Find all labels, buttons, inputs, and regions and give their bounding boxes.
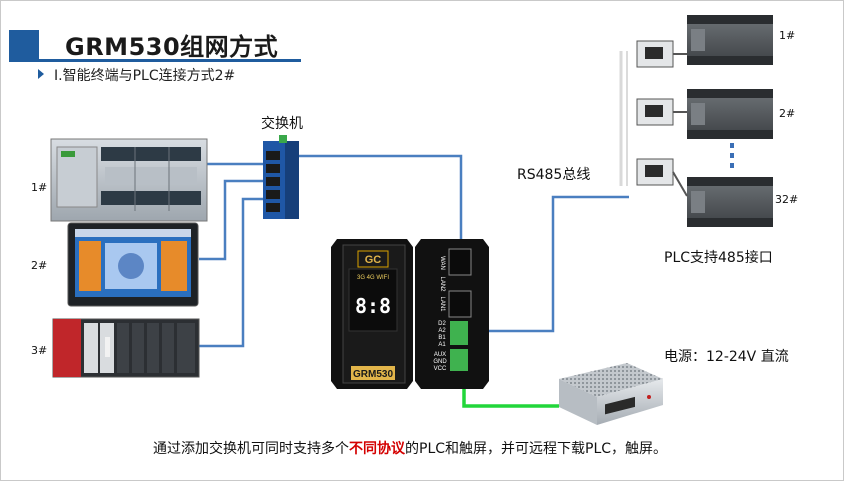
grm530-port-labels: WAN LAN2 LAN1 D2 A2 B1 A1 AUX GND VCC (433, 256, 447, 372)
device-label-2: 2# (31, 259, 48, 272)
caption-after: 的PLC和触屏，并可远程下载PLC，触屏。 (405, 441, 668, 457)
terminal-label-gnd: GND (433, 359, 447, 365)
switch-label: 交换机 (261, 116, 303, 132)
ethernet-switch (263, 135, 299, 219)
plc-interface-label: PLC支持485接口 (664, 250, 773, 266)
terminal-label-a2: A2 (438, 328, 446, 334)
power-supply (559, 363, 663, 425)
grm530-signal-label: 3G 4G WIFI (357, 275, 389, 281)
terminal-label-b1: B1 (438, 335, 446, 341)
plc-label-1: 1# (779, 29, 796, 42)
plc-label-2: 2# (779, 107, 796, 120)
caption-highlight: 不同协议 (349, 441, 405, 457)
caption-before: 通过添加交换机可同时支持多个 (153, 441, 349, 457)
rs485-bus-lines (619, 51, 628, 186)
port-label-wan: WAN (439, 256, 445, 270)
grm530-front (331, 239, 413, 389)
grm530-display: 8:8 (355, 294, 391, 318)
device-label-3: 3# (31, 344, 48, 357)
grm530-model-label: GRM530 (353, 369, 393, 380)
grm530-brand-label: GC (365, 254, 382, 266)
right-plc-32 (687, 177, 773, 227)
title-accent-block (9, 30, 39, 60)
title-underline (9, 59, 301, 62)
terminal-label-aux: AUX (434, 352, 446, 358)
port-label-lan1: LAN1 (439, 296, 445, 312)
terminal-label-d2: D2 (438, 321, 446, 327)
plc-rack-3 (52, 318, 200, 378)
grm530-side-ports (415, 239, 489, 389)
plc-device-1 (50, 138, 208, 222)
device-label-1: 1# (31, 181, 48, 194)
plc-label-32: 32# (775, 193, 799, 206)
caption: 通过添加交换机可同时支持多个不同协议的PLC和触屏，并可远程下载PLC，触屏。 (153, 438, 667, 458)
page-subtitle: Ⅰ.智能终端与PLC连接方式2# (54, 68, 236, 84)
terminal-label-a1: A1 (438, 342, 446, 348)
bus-label: RS485总线 (517, 167, 591, 183)
port-label-lan2: LAN2 (439, 276, 445, 292)
db9-connectors (636, 40, 688, 197)
ethernet-wires (197, 154, 629, 348)
page-title: GRM530组网方式 (65, 33, 279, 61)
subtitle-bullet-icon (38, 69, 44, 79)
right-plc-1 (687, 15, 773, 65)
power-label: 电源：12-24V 直流 (664, 349, 789, 365)
hmi-touchscreen-2 (67, 222, 199, 307)
right-plc-2 (687, 89, 773, 139)
terminal-label-vcc: VCC (434, 366, 447, 372)
ellipsis-dots (730, 143, 734, 168)
